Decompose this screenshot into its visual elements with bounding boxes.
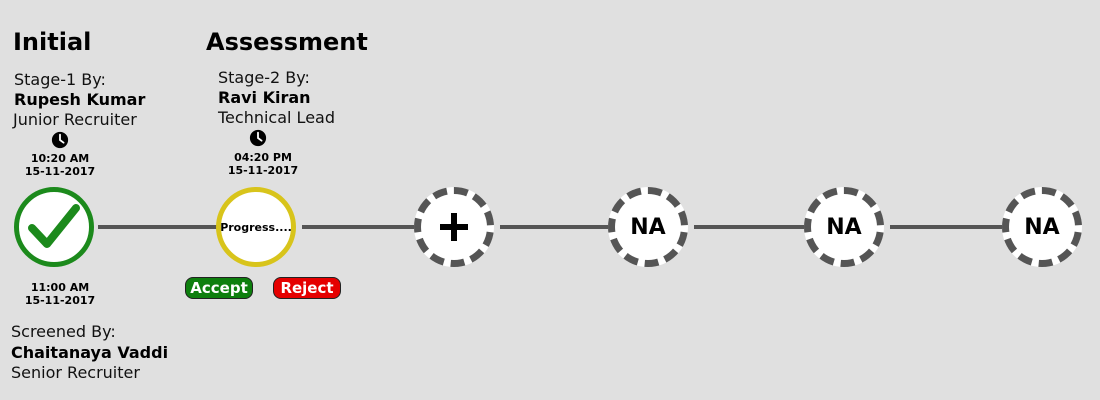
stage-1-owner-role: Junior Recruiter — [13, 110, 137, 129]
screener-name: Chaitanaya Vaddi — [11, 343, 169, 362]
add-stage-node[interactable] — [414, 187, 494, 267]
stage-1-start-stamp: 10:20 AM 15-11-2017 — [20, 152, 100, 178]
pending-stage-label: NA — [630, 214, 666, 240]
stage-1-owner-name: Rupesh Kumar — [14, 90, 146, 109]
stage-2-start-stamp: 04:20 PM 15-11-2017 — [223, 151, 303, 177]
connector-line — [890, 225, 1002, 229]
stage-1-end-date: 15-11-2017 — [24, 294, 96, 307]
stage-1-title: Initial — [13, 28, 92, 56]
stage-2-owner-role: Technical Lead — [218, 108, 335, 127]
stage-1-by-label: Stage-1 By: — [14, 70, 106, 89]
pending-stage-label: NA — [826, 214, 862, 240]
pending-stage-node[interactable]: NA — [1002, 187, 1082, 267]
stage-1-completed-node[interactable] — [14, 187, 94, 267]
pending-stage-label: NA — [1024, 214, 1060, 240]
connector-line — [302, 225, 414, 229]
reject-button[interactable]: Reject — [273, 277, 341, 299]
accept-button[interactable]: Accept — [185, 277, 253, 299]
stage-2-start-date: 15-11-2017 — [227, 164, 299, 177]
screener-role: Senior Recruiter — [11, 363, 140, 382]
stage-2-progress-node[interactable]: Progress.... — [216, 187, 296, 267]
clock-icon — [249, 129, 267, 147]
pending-stage-node[interactable]: NA — [804, 187, 884, 267]
checkmark-icon — [28, 204, 80, 248]
stage-2-by-label: Stage-2 By: — [218, 68, 310, 87]
screened-by-label: Screened By: — [11, 322, 116, 341]
stage-1-end-stamp: 11:00 AM 15-11-2017 — [20, 281, 100, 307]
connector-line — [500, 225, 608, 229]
connector-line — [98, 225, 218, 229]
pending-stage-node[interactable]: NA — [608, 187, 688, 267]
clock-icon — [51, 131, 69, 149]
stage-2-title: Assessment — [206, 28, 368, 56]
stage-2-owner-name: Ravi Kiran — [218, 88, 311, 107]
connector-line — [694, 225, 804, 229]
stage-2-status-text: Progress.... — [220, 220, 292, 234]
stage-1-start-time: 10:20 AM — [30, 152, 90, 165]
stage-1-end-time: 11:00 AM — [30, 281, 90, 294]
stage-1-start-date: 15-11-2017 — [24, 165, 96, 178]
plus-icon — [440, 213, 468, 241]
stage-2-start-time: 04:20 PM — [234, 151, 292, 164]
